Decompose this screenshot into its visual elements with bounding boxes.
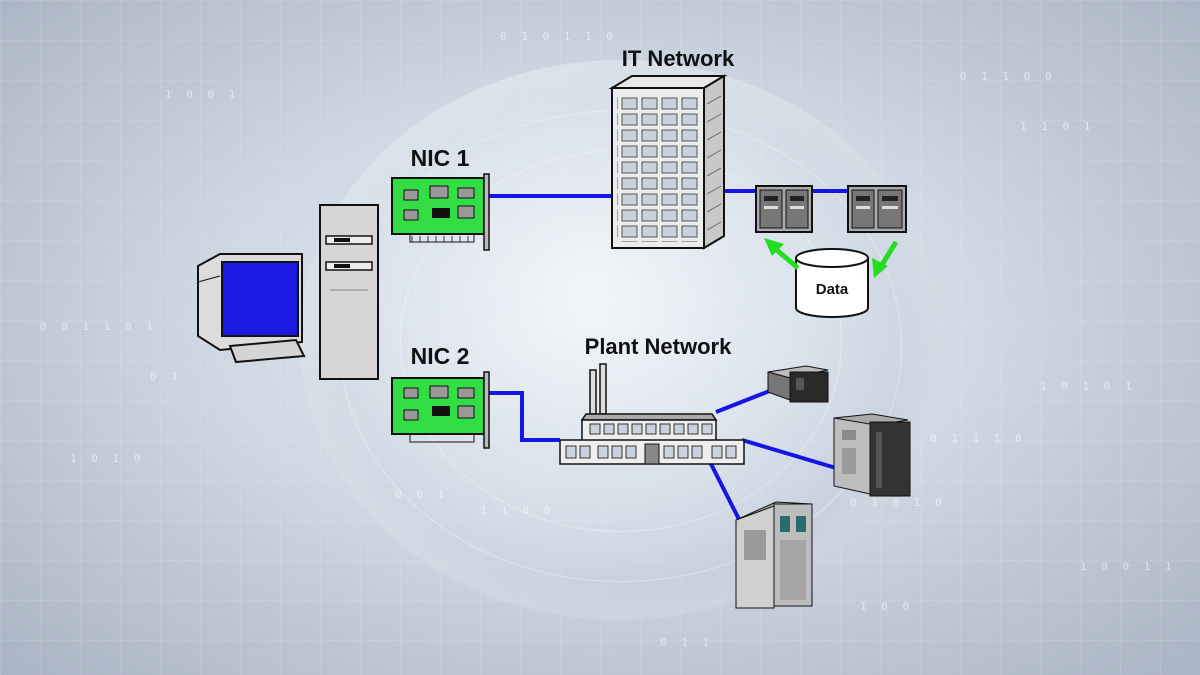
arrow-icon [764,238,800,270]
binary-text: 0 1 1 1 0 [930,432,1026,445]
it-network-label: IT Network [622,46,735,71]
database-label: Data [816,281,849,298]
server-icon [847,185,907,233]
binary-text: 0 1 0 1 0 [850,496,946,509]
pc-tower-icon [319,204,379,380]
plc-icon [833,413,911,497]
binary-text: 0 0 1 1 0 1 [40,320,157,333]
nic2-label: NIC 2 [411,343,470,369]
binary-text: 1 1 0 1 [1020,120,1095,133]
binary-text: 0 1 1 [660,636,714,649]
server-icon [755,185,813,233]
binary-text: 0 0 1 [395,488,449,501]
office-building-icon [608,74,728,250]
binary-text: 1 0 0 1 [165,88,240,101]
factory-icon [559,363,745,465]
nic-card-icon [391,371,490,449]
link-nic2-plant [488,391,560,442]
nic1-label: NIC 1 [411,145,470,171]
plc-icon [767,365,829,403]
nic-card-icon [391,173,490,251]
binary-text: 1 0 1 0 1 [1040,380,1136,393]
binary-text: 0 1 [150,370,182,383]
binary-text: 0 1 0 1 1 0 [500,30,617,43]
plant-network-label: Plant Network [585,334,732,359]
binary-text: 1 1 0 0 [480,504,555,517]
binary-text: 1 0 0 [860,600,914,613]
plc-icon [735,501,813,609]
database-icon [795,248,869,318]
binary-text: 1 0 0 1 1 [1080,560,1176,573]
binary-text: 0 1 1 0 0 [960,70,1056,83]
binary-text: 1 0 1 0 [70,452,145,465]
arrow-icon [872,240,899,278]
computer-monitor-icon [197,253,306,364]
